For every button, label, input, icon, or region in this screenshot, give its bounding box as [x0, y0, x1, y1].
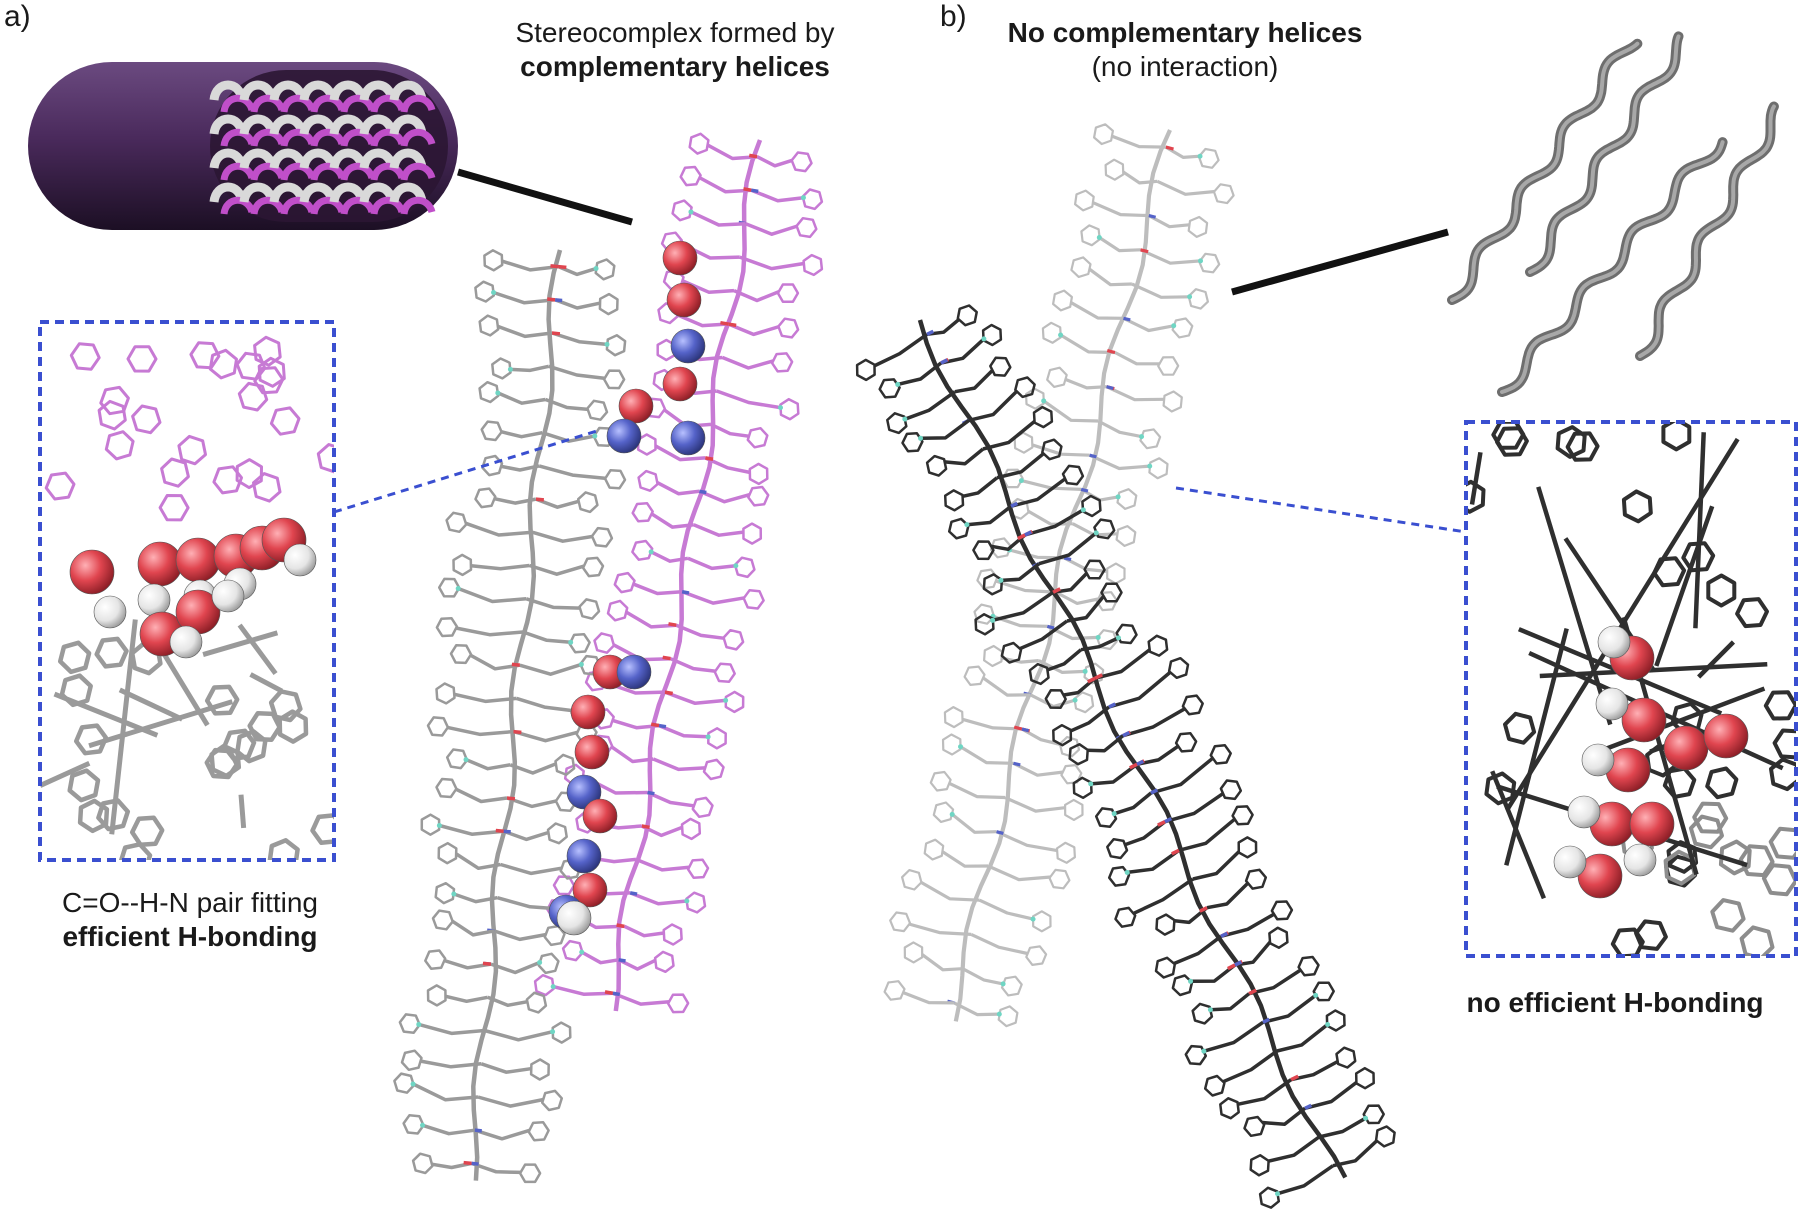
capsule-helix-coils [209, 80, 436, 215]
hbond-inset-a [38, 320, 336, 862]
separate-helices-icon [1447, 31, 1779, 397]
inset-a-connector [333, 428, 601, 514]
panel-a-title: Stereocomplex formed by complementary he… [470, 16, 880, 84]
inset-b-connector [1175, 486, 1467, 534]
panel-b-title-line1: No complementary helices [1007, 17, 1363, 48]
panel-b-inset-caption: no efficient H-bonding [1466, 987, 1764, 1018]
capsule-icon [28, 62, 458, 230]
panel-a-title-line1: Stereocomplex formed by [515, 17, 835, 48]
no-complex-structure [855, 123, 1396, 1209]
connector-line-b [1231, 228, 1449, 296]
panel-b-title-line2: (no interaction) [1091, 51, 1279, 82]
panel-a-inset-caption-line2: efficient H-bonding [62, 921, 318, 952]
stereocomplex-structure [393, 132, 824, 1184]
panel-a-title-line2: complementary helices [520, 51, 830, 82]
panel-a-label: a) [4, 0, 31, 33]
panel-a-inset-caption-line1: C=O--H-N pair fitting [62, 887, 318, 918]
connector-line-a [457, 168, 633, 226]
panel-b-title: No complementary helices (no interaction… [960, 16, 1410, 84]
panel-b-label: b) [940, 0, 967, 33]
panel-a-inset-caption: C=O--H-N pair fitting efficient H-bondin… [20, 886, 360, 954]
hbond-inset-b [1464, 420, 1798, 958]
